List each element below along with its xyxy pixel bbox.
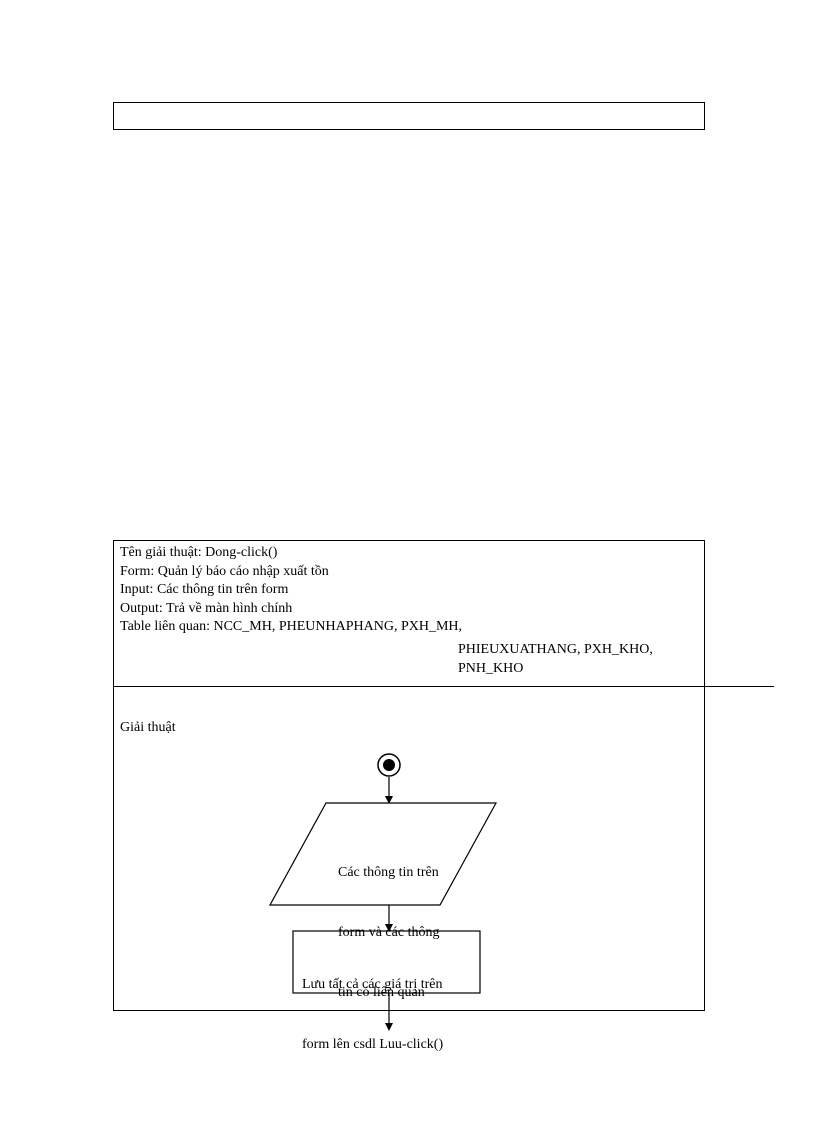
algorithm-header: Tên giải thuật: Dong-click() Form: Quản … xyxy=(120,544,462,637)
algorithm-name: Tên giải thuật: Dong-click() xyxy=(120,545,278,560)
data-node-line: Các thông tin trên xyxy=(338,865,439,880)
algorithm-input: Input: Các thông tin trên form xyxy=(120,582,289,597)
algorithm-tables-cont-2: PNH_KHO xyxy=(458,661,524,676)
section-label: Giải thuật xyxy=(120,720,176,735)
process-node-label: Lưu tất cả các giá trị trên form lên csd… xyxy=(302,935,443,1075)
algorithm-form: Form: Quản lý báo cáo nhập xuất tồn xyxy=(120,563,329,579)
data-node-shape xyxy=(268,802,498,906)
algorithm-box xyxy=(113,540,705,1011)
data-node-line: form và các thông xyxy=(338,925,440,940)
algorithm-tables-cont-1: PHIEUXUATHANG, PXH_KHO, xyxy=(458,642,653,657)
algorithm-tables: Table liên quan: NCC_MH, PHEUNHAPHANG, P… xyxy=(120,619,463,634)
process-node-line: form lên csdl Luu-click() xyxy=(302,1037,444,1052)
algorithm-output: Output: Trả về màn hình chính xyxy=(120,600,293,616)
start-node-icon xyxy=(377,753,401,777)
data-node-label: Các thông tin trên form và các thông tin… xyxy=(338,823,439,1023)
top-empty-box xyxy=(113,102,705,130)
header-divider xyxy=(113,686,774,687)
process-node-line: Lưu tất cả các giá trị trên xyxy=(302,977,443,992)
data-node-line: tin có liên quan xyxy=(338,985,425,1000)
process-node-shape xyxy=(292,930,481,994)
